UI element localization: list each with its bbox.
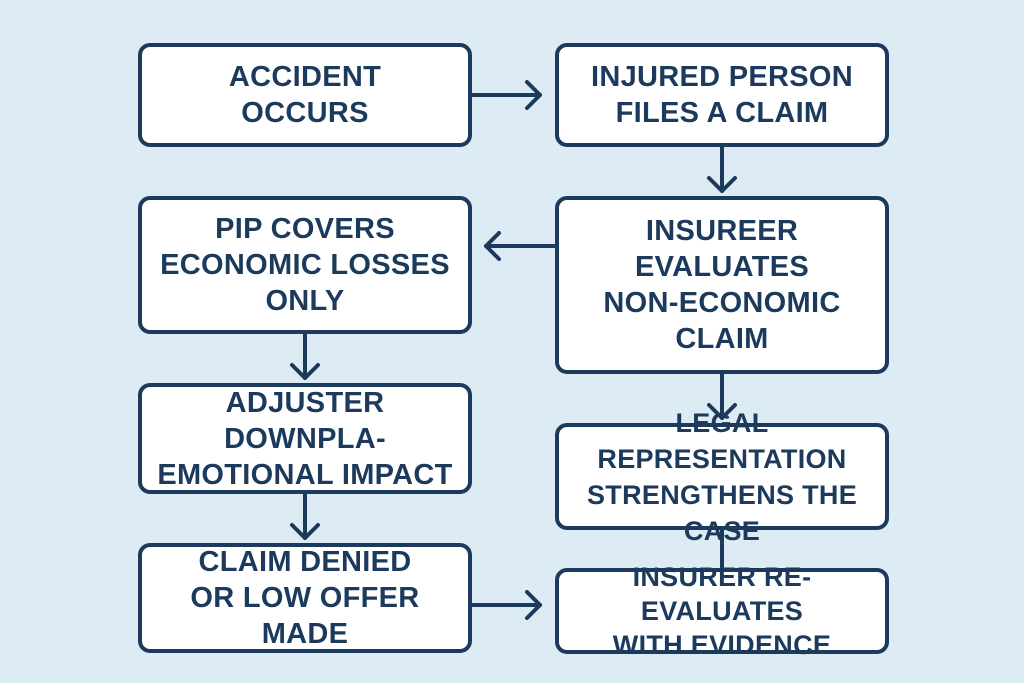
node-label: INSURER RE-EVALUATES WITH EVIDENCE [612, 562, 832, 660]
arrow-adjuster-to-claim-denied [290, 492, 320, 540]
node-label: ADJUSTER DOWNPLA- EMOTIONAL IMPACT [157, 386, 453, 491]
arrow-insurer-evaluates-to-legal-representation [707, 372, 737, 420]
node-insurer-re-evaluates: INSURER RE-EVALUATES WITH EVIDENCE [555, 562, 889, 660]
node-pip-covers-economic-losses: PIP COVERS ECONOMIC LOSSES ONLY [138, 196, 472, 334]
arrow-accident-to-files-claim [470, 80, 542, 110]
node-adjuster-downplays: ADJUSTER DOWNPLA- EMOTIONAL IMPACT [138, 383, 472, 494]
node-label: INJURED PERSON FILES A CLAIM [590, 61, 854, 129]
node-label: LEGAL REPRESENTATION STRENGTHENS THE CAS… [586, 407, 858, 546]
arrow-insurer-evaluates-to-pip-covers [484, 231, 557, 261]
node-legal-representation: LEGAL REPRESENTATION STRENGTHENS THE CAS… [555, 408, 889, 546]
node-label: ACCIDENT OCCURS [228, 61, 382, 129]
node-label: INSUREER EVALUATES NON-ECONOMIC CLAIM [603, 215, 841, 355]
node-accident-occurs: ACCIDENT OCCURS [138, 43, 472, 147]
arrow-claim-denied-to-re-evaluates [470, 590, 542, 620]
node-insurer-evaluates-claim: INSUREER EVALUATES NON-ECONOMIC CLAIM [555, 196, 889, 374]
node-injured-person-files-claim: INJURED PERSON FILES A CLAIM [555, 43, 889, 147]
arrow-files-claim-to-insurer-evaluates [707, 145, 737, 193]
arrow-pip-covers-to-adjuster [290, 332, 320, 380]
node-label: CLAIM DENIED OR LOW OFFER MADE [190, 546, 420, 650]
node-label: PIP COVERS ECONOMIC LOSSES ONLY [160, 213, 450, 317]
node-claim-denied: CLAIM DENIED OR LOW OFFER MADE [138, 543, 472, 653]
